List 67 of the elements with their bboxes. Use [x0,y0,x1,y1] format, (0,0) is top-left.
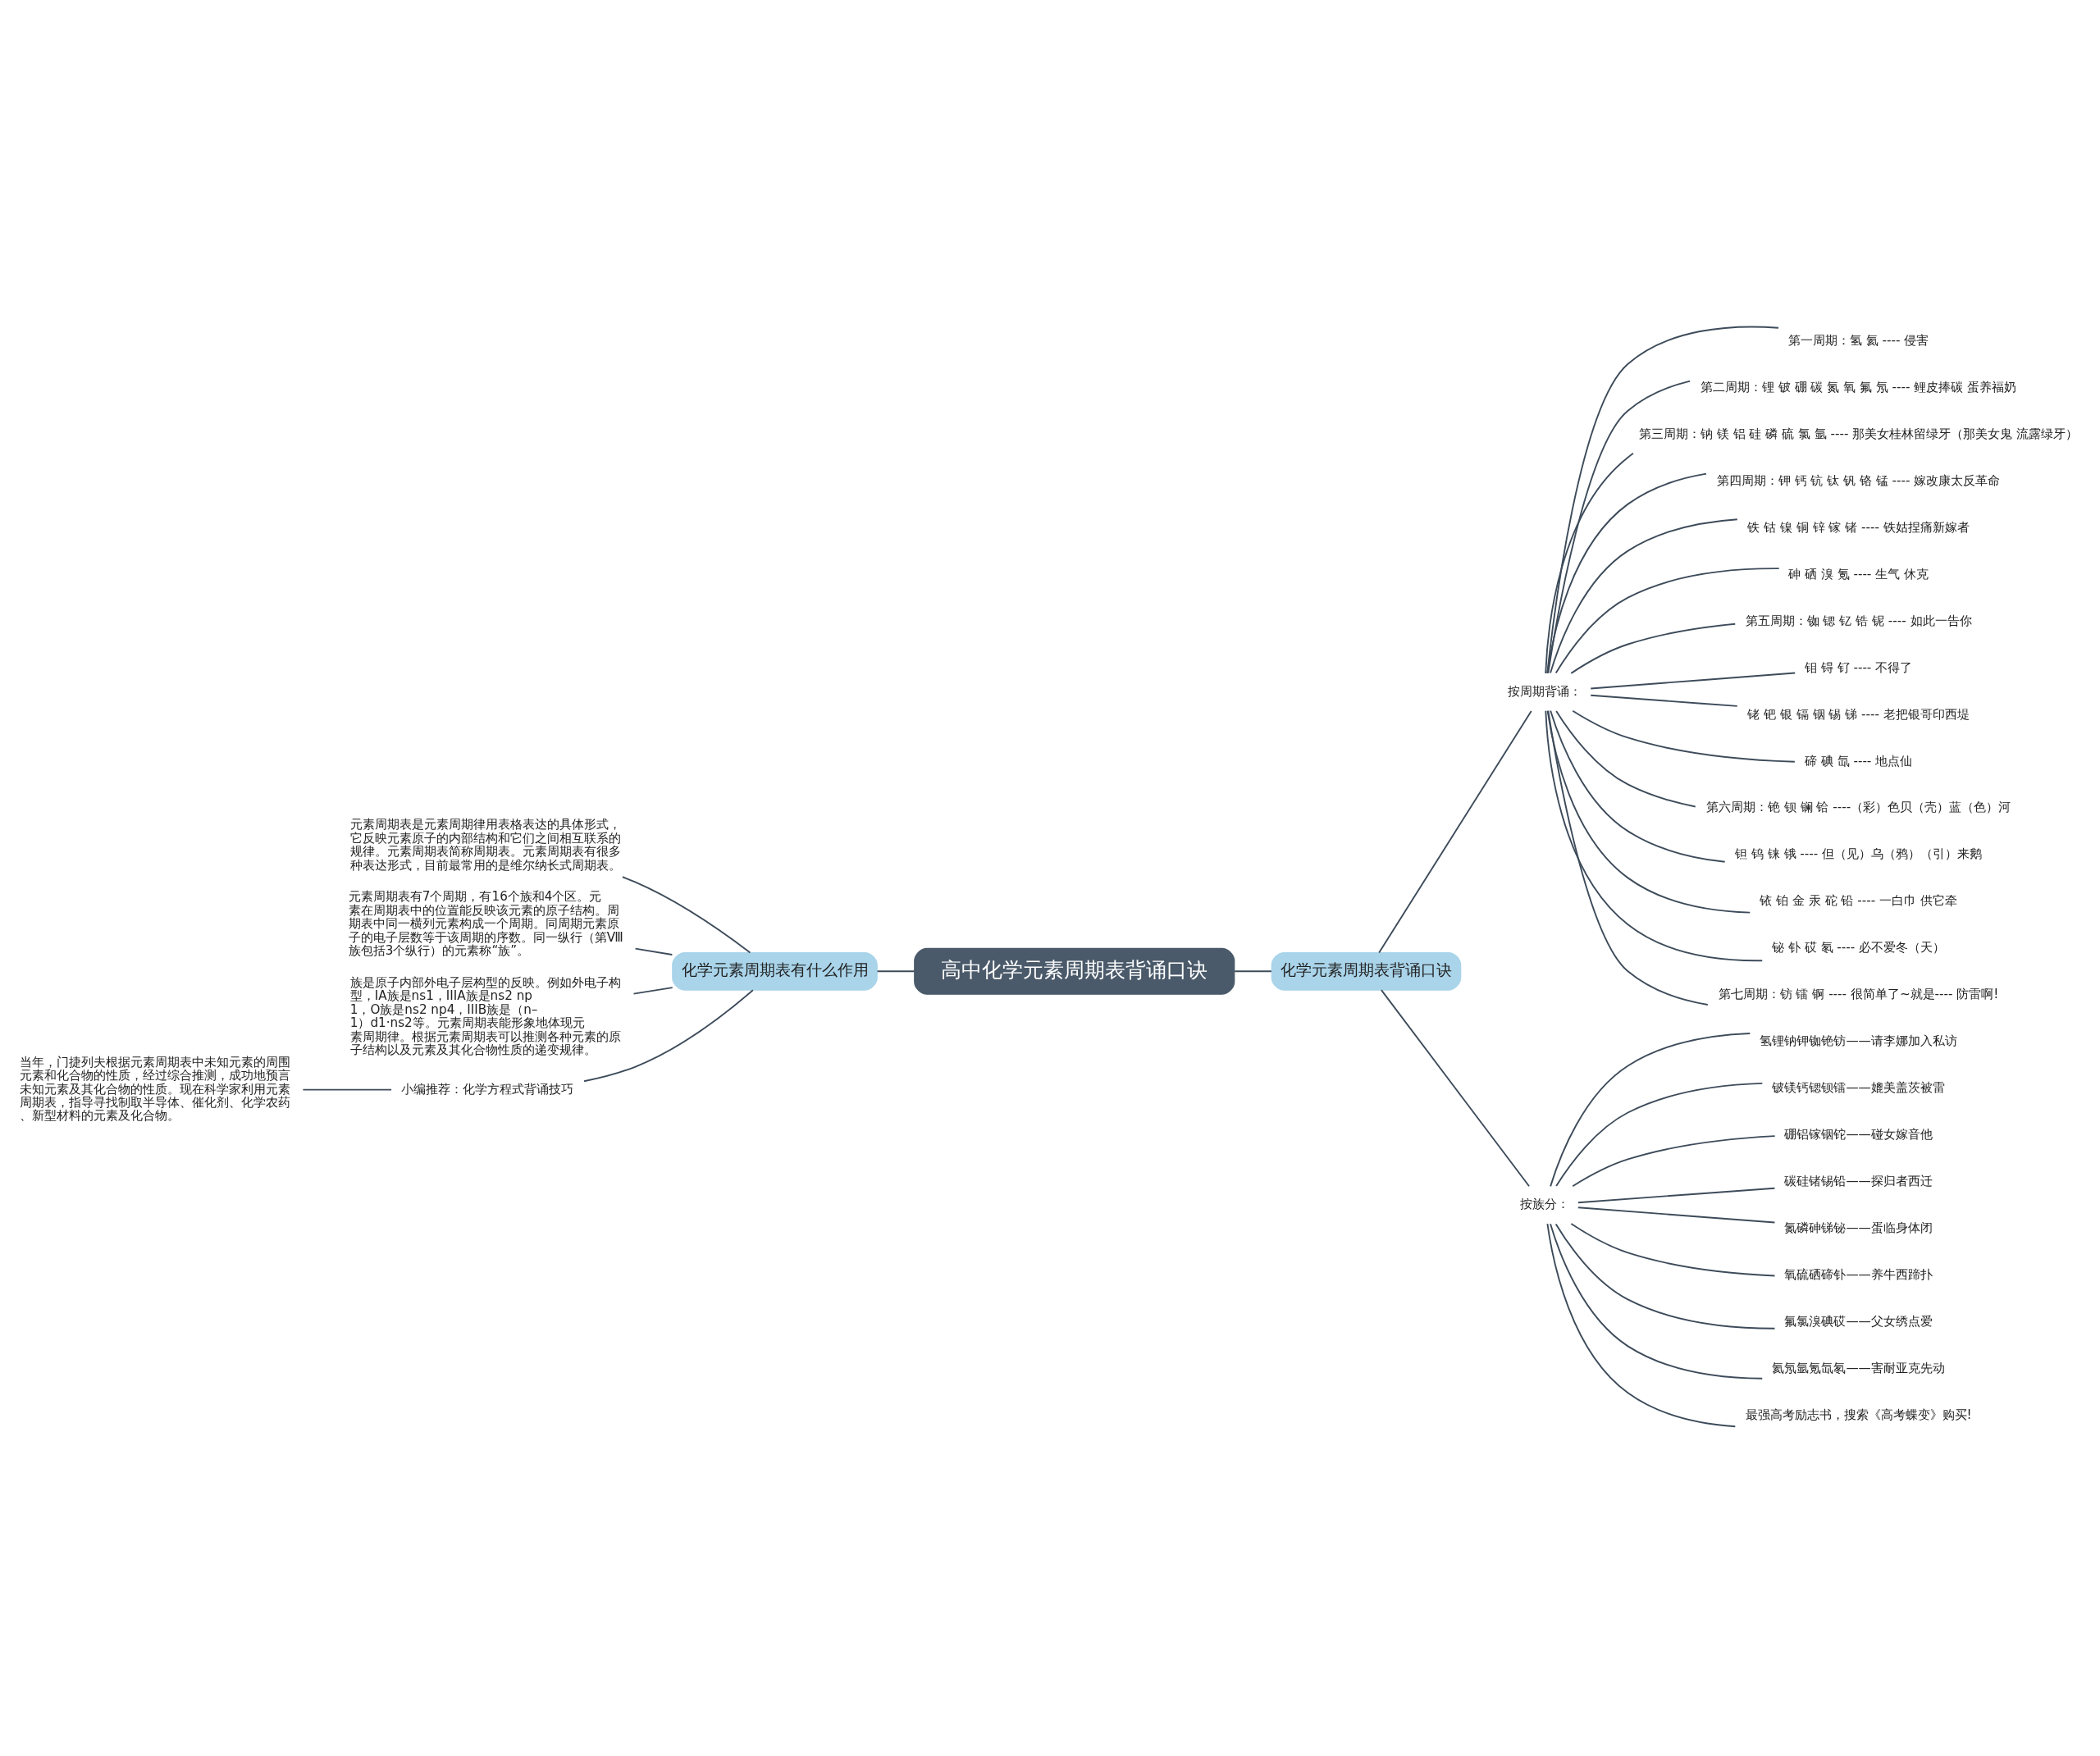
connector [1381,988,1530,1187]
connector [1378,709,1532,953]
connector [302,1088,393,1091]
connector [1577,1187,1776,1203]
connector [1547,709,1709,1006]
node-text: 当年，门捷列夫根据元素周期表中未知元素的周围元素和化合物的性质，经过综合推测，成功地预言未知元素及其化合物的性质。现在科学家利用元素周期表，指导寻找制取半导体、催化剂、化学农药、新型材料的元素及化合物。 [19,1054,290,1123]
connector [1545,452,1634,674]
node-text: 第六周期：铯 钡 镧 铪 ----（彩）色贝（壳）蓝（色）河 [1705,799,2011,814]
node-text: 铁 钴 镍 铜 锌 镓 锗 ---- 铁姑捏痛新嫁者 [1747,519,1970,535]
node-text: 第五周期：铷 锶 钇 锆 铌 ---- 如此一告你 [1745,613,1972,628]
node-text: 族是原子内部外电子层构型的反映。例如外电子构型，IA族是ns1，IIIA族是ns2 np1，O族是ns2 np4，IIIB族是（n–1）d1·ns2等。元素周期表能形象地体现元素周期律。根据元素周期表可以推测各种元素的原子结构以及元素及其化合物性质的递变规律。 [349,974,621,1057]
node-text: 氧硫硒碲钋——养牛西蹄扑 [1784,1266,1933,1282]
node-text: 氦氖氩氪氙氡——害耐亚克先动 [1772,1360,1945,1375]
connector [1546,326,1779,674]
node-box: 化学元素周期表背诵口诀 [1271,951,1462,991]
connector [1570,1222,1776,1276]
connector [1554,567,1780,673]
connector [1550,518,1738,674]
connector [1590,672,1796,689]
node-text: 按周期背诵： [1507,683,1582,699]
connector [1550,1222,1764,1380]
node-box: 化学元素周期表有什么作用 [672,951,878,991]
node-text: 最强高考励志书，搜索《高考蝶变》购买! [1745,1407,1972,1422]
node-text: 第四周期：钾 钙 钪 钛 钒 铬 锰 ---- 嫁改康太反革命 [1716,472,2001,488]
connector [1590,694,1738,707]
node-text: 按族分： [1519,1196,1569,1211]
connector [632,986,673,995]
node-text: 氮磷砷锑铋——蛋临身体闭 [1784,1220,1933,1235]
node-text: 第三周期：钠 镁 铝 硅 磷 硫 氯 氩 ---- 那美女桂林留绿牙（那美女鬼 流露绿牙） [1638,426,2079,441]
node-text: 碲 碘 氙 ---- 地点仙 [1804,753,1913,768]
node-text: 元素周期表有7个周期，有16个族和4个区。元素在周期表中的位置能反映该元素的原子结构。周期表中同一横列元素构成一个周期。同周期元素原子的电子层数等于该周期的序数。同一纵行（第Ⅷ族包括3个纵行）的元素称“族”。 [348,888,623,958]
connector [1546,709,1751,914]
node-text: 钼 锝 钌 ---- 不得了 [1804,659,1913,675]
node-text: 氟氯溴碘砹——父女绣点爱 [1784,1313,1933,1329]
connector [583,988,754,1082]
connector [876,969,915,972]
connector [1555,1082,1764,1187]
connector [1577,1206,1776,1223]
node-text: 铱 铂 金 汞 砣 铅 ---- 一白巾 供它牵 [1760,892,1957,908]
node-text: 铍镁钙锶钡镭——媲美盖茨被雷 [1772,1079,1945,1095]
node-text: 碳硅锗锡铅——探归者西迁 [1784,1173,1933,1188]
connector [634,947,673,956]
node-text: 第七周期：钫 镭 锕 ---- 很简单了~就是---- 防雷啊! [1718,986,1999,1001]
connector [1550,1032,1751,1187]
connector [1546,1222,1737,1427]
node-text: 铋 钋 砹 氡 ---- 必不爱冬（天） [1772,939,1946,955]
connector [1570,623,1737,674]
connector [1550,709,1726,863]
node-text: 砷 硒 溴 氪 ---- 生气 休克 [1788,566,1929,582]
node-text: 硼铝镓铟铊——碰女嫁音他 [1784,1126,1933,1142]
node-text: 第二周期：锂 铍 硼 碳 氮 氧 氟 氖 ---- 鲤皮捧碳 蛋养福奶 [1700,379,2017,395]
node-text: 小编推荐：化学方程式背诵技巧 [401,1081,574,1097]
node-text: 元素周期表是元素周期律用表格表达的具体形式，它反映元素原子的内部结构和它们之间相互联系的规律。元素周期表简称周期表。元素周期表有很多种表达形式，目前最常用的是维尔纳长式周期表。 [349,816,621,873]
node-text: 铑 钯 银 镉 铟 锡 锑 ---- 老把银哥印西堤 [1747,706,1970,722]
node-text: 氢锂钠钾铷铯钫——请李娜加入私访 [1760,1033,1957,1048]
connector [1545,709,1764,961]
node-text: 钽 钨 铼 锇 ---- 但（见）乌（鸦）（引）来鹅 [1735,846,1983,861]
node-text: 第一周期：氢 氦 ---- 侵害 [1787,332,1929,348]
connector [1555,709,1696,807]
connector [1234,969,1272,972]
connector [1546,472,1707,674]
connector [1572,709,1796,763]
connector [1554,1222,1776,1330]
connector [622,875,751,953]
connector [1572,1134,1776,1187]
connector [1547,380,1691,673]
node-box: 高中化学元素周期表背诵口诀 [914,947,1235,995]
